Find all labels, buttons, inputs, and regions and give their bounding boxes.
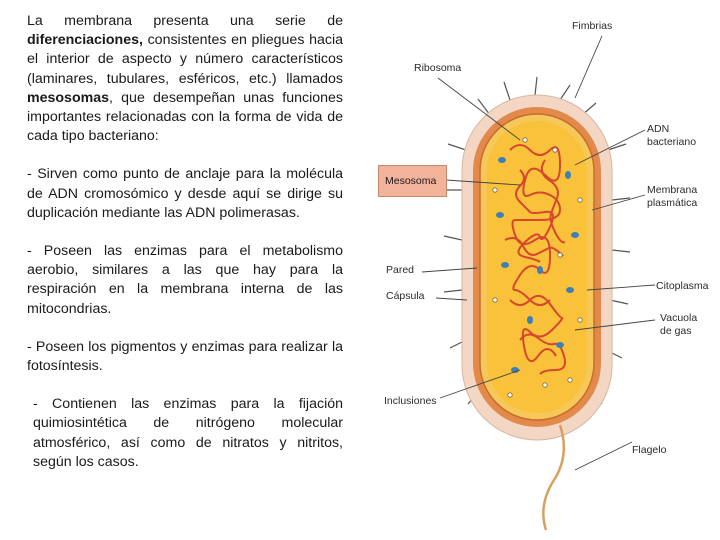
label-adn-bacteriano: bacteriano <box>647 136 697 148</box>
flagellum <box>542 424 566 531</box>
intro-text-a: La membrana presenta una serie de <box>27 13 343 29</box>
label-ribosoma: Ribosoma <box>414 62 462 74</box>
gas-vacuoles <box>496 157 579 373</box>
bacterial-dna <box>504 144 566 375</box>
text-column: La membrana presenta una serie de difere… <box>27 12 343 472</box>
fimbriae <box>443 76 631 405</box>
intro-bold-mesosomas: mesosomas <box>27 89 110 106</box>
ribosomes <box>492 137 583 398</box>
label-fimbrias: Fimbrias <box>572 20 613 32</box>
leader-lines <box>421 35 656 471</box>
label-membrana: Membrana <box>647 184 698 196</box>
bacteria-illustration <box>421 35 656 531</box>
label-inclusiones: Inclusiones <box>384 395 437 407</box>
label-mesosoma: Mesosoma <box>385 175 437 187</box>
paragraph-metabolismo: - Poseen las enzimas para el metabolismo… <box>27 243 343 317</box>
label-pared: Pared <box>386 264 415 276</box>
bacteria-diagram: Mesosoma Fimbrias Ribosoma ADN bacterian… <box>370 0 720 540</box>
label-flagelo: Flagelo <box>632 444 667 456</box>
label-capsula: Cápsula <box>386 290 425 302</box>
label-vacuola: Vacuola <box>660 312 698 324</box>
label-citoplasma: Citoplasma <box>656 280 709 292</box>
intro-text-d: , que desempeñan unas funciones importan… <box>27 89 343 145</box>
paragraph-anclaje: - Sirven como punto de anclaje para la m… <box>27 166 343 221</box>
paragraph-fotosintesis: - Poseen los pigmentos y enzimas para re… <box>27 338 343 375</box>
label-membrana-plasmatica: plasmática <box>647 197 698 209</box>
label-vacuola-de-gas: de gas <box>660 325 692 337</box>
paragraph-fijacion: - Contienen las enzimas para la fijación… <box>33 396 343 470</box>
mesosoma-label-box: Mesosoma <box>378 165 447 197</box>
intro-text-c: consistentes en pliegues hacia el interi… <box>27 32 343 87</box>
paragraph-intro: La membrana presenta una serie de difere… <box>27 12 343 146</box>
label-adn: ADN <box>647 123 670 135</box>
intro-bold-diferenciaciones: diferenciaciones, <box>27 32 143 49</box>
